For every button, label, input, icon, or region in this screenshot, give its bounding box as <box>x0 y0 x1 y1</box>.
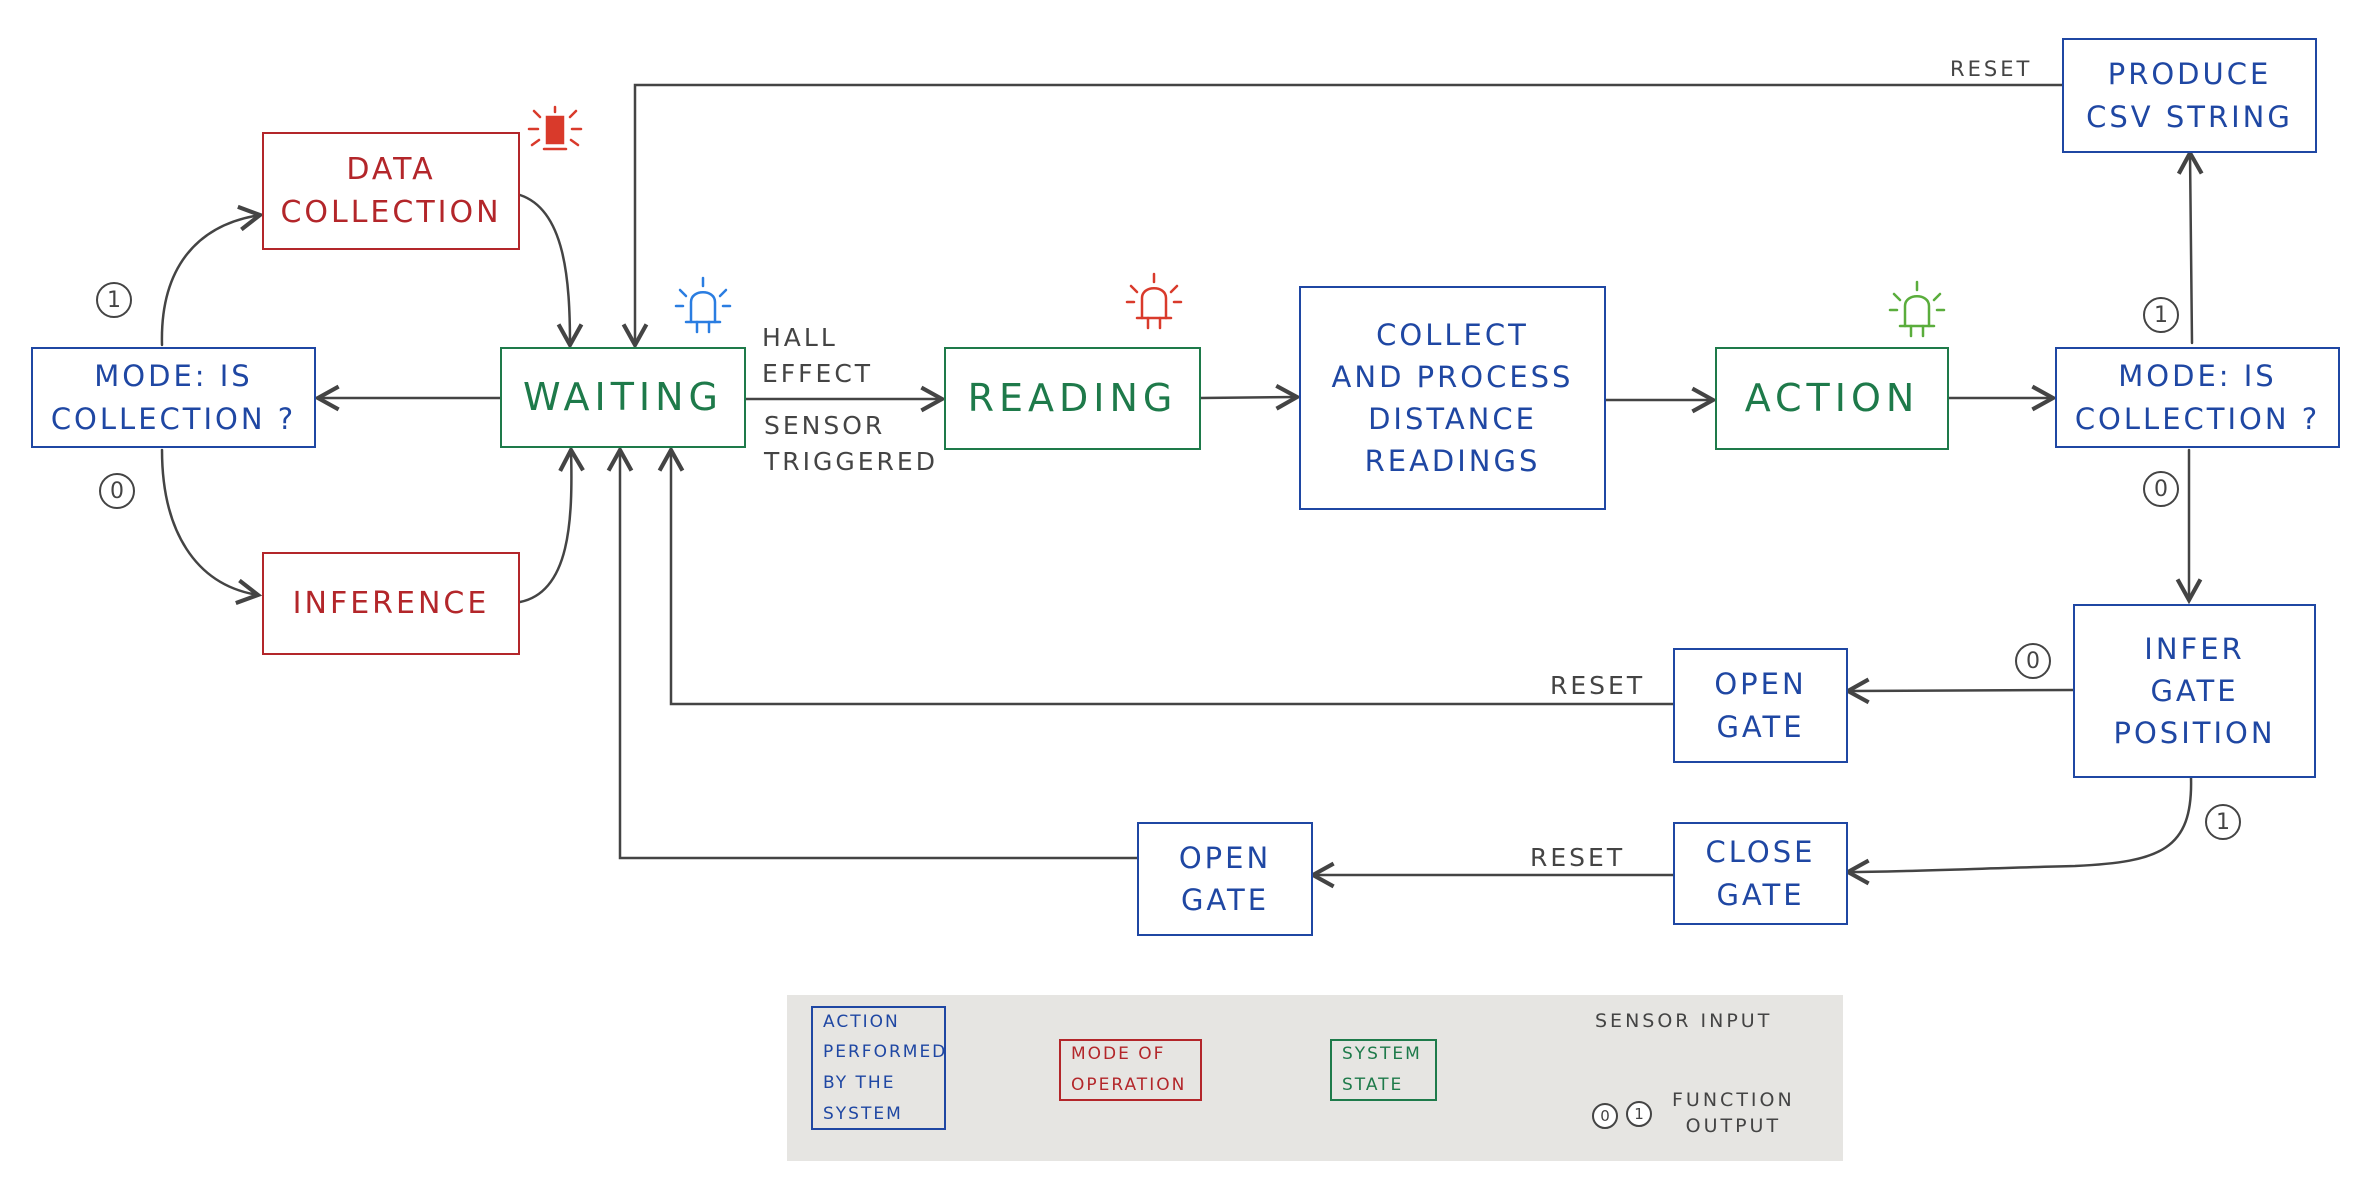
arrow-infer-to-open-gate <box>1843 677 2075 705</box>
arrow-infer-to-close-gate <box>1843 776 2193 886</box>
led-blue-icon <box>674 276 732 334</box>
node-mode-right: MODE: IS COLLECTION ? <box>2055 347 2340 448</box>
led-red-blinking-icon <box>527 105 583 151</box>
node-data-collection: DATA COLLECTION <box>262 132 520 250</box>
legend-one-badge: 1 <box>1626 1101 1652 1127</box>
node-open-gate-1: OPEN GATE <box>1673 648 1848 763</box>
led-red-icon <box>1125 272 1183 330</box>
arrow-produce-reset-to-waiting <box>621 83 2064 350</box>
node-inference: INFERENCE <box>262 552 520 655</box>
node-waiting: WAITING <box>500 347 746 448</box>
legend-mode-box: MODE OF OPERATION <box>1059 1039 1202 1101</box>
label-hall-effect: HALL EFFECT <box>762 323 874 389</box>
node-open-gate-2: OPEN GATE <box>1137 822 1313 936</box>
node-collect-process: COLLECT AND PROCESS DISTANCE READINGS <box>1299 286 1606 510</box>
label-reset-top: RESET <box>1950 57 2033 81</box>
arrow-mode-to-inference <box>160 448 263 606</box>
badge-infer-one: 1 <box>2205 804 2241 840</box>
badge-infer-zero: 0 <box>2015 643 2051 679</box>
legend-function-output: FUNCTION OUTPUT <box>1672 1089 1795 1137</box>
node-close-gate: CLOSE GATE <box>1673 822 1848 925</box>
badge-right-zero: 0 <box>2143 471 2179 507</box>
badge-left-one: 1 <box>96 282 132 318</box>
node-infer-gate: INFER GATE POSITION <box>2073 604 2316 778</box>
badge-left-zero: 0 <box>99 473 135 509</box>
label-reset-open-gate: RESET <box>1550 671 1646 700</box>
node-reading: READING <box>944 347 1201 450</box>
arrow-data-collection-to-waiting <box>518 193 584 350</box>
badge-right-one: 1 <box>2143 297 2179 333</box>
legend-sensor-input: SENSOR INPUT <box>1595 1010 1773 1032</box>
arrow-mode-to-data-collection <box>160 204 265 347</box>
label-sensor-triggered: SENSOR TRIGGERED <box>764 411 938 477</box>
led-green-icon <box>1888 280 1946 338</box>
arrow-open-gate-reset-to-waiting <box>657 445 1675 706</box>
legend-state-box: SYSTEM STATE <box>1330 1039 1437 1101</box>
legend-action-box: ACTION PERFORMED BY THE SYSTEM <box>811 1006 946 1130</box>
legend: ACTION PERFORMED BY THE SYSTEM MODE OF O… <box>787 995 1843 1161</box>
legend-zero-badge: 0 <box>1592 1103 1618 1129</box>
arrow-reading-to-collect <box>1199 383 1302 411</box>
arrow-open-gate-2-to-waiting <box>606 445 1139 860</box>
node-mode-left: MODE: IS COLLECTION ? <box>31 347 316 448</box>
arrow-mode-right-to-produce <box>2176 148 2204 345</box>
arrow-inference-to-waiting <box>518 445 585 604</box>
node-produce-csv: PRODUCE CSV STRING <box>2062 38 2317 153</box>
node-action: ACTION <box>1715 347 1949 450</box>
label-reset-close-gate: RESET <box>1530 843 1626 872</box>
